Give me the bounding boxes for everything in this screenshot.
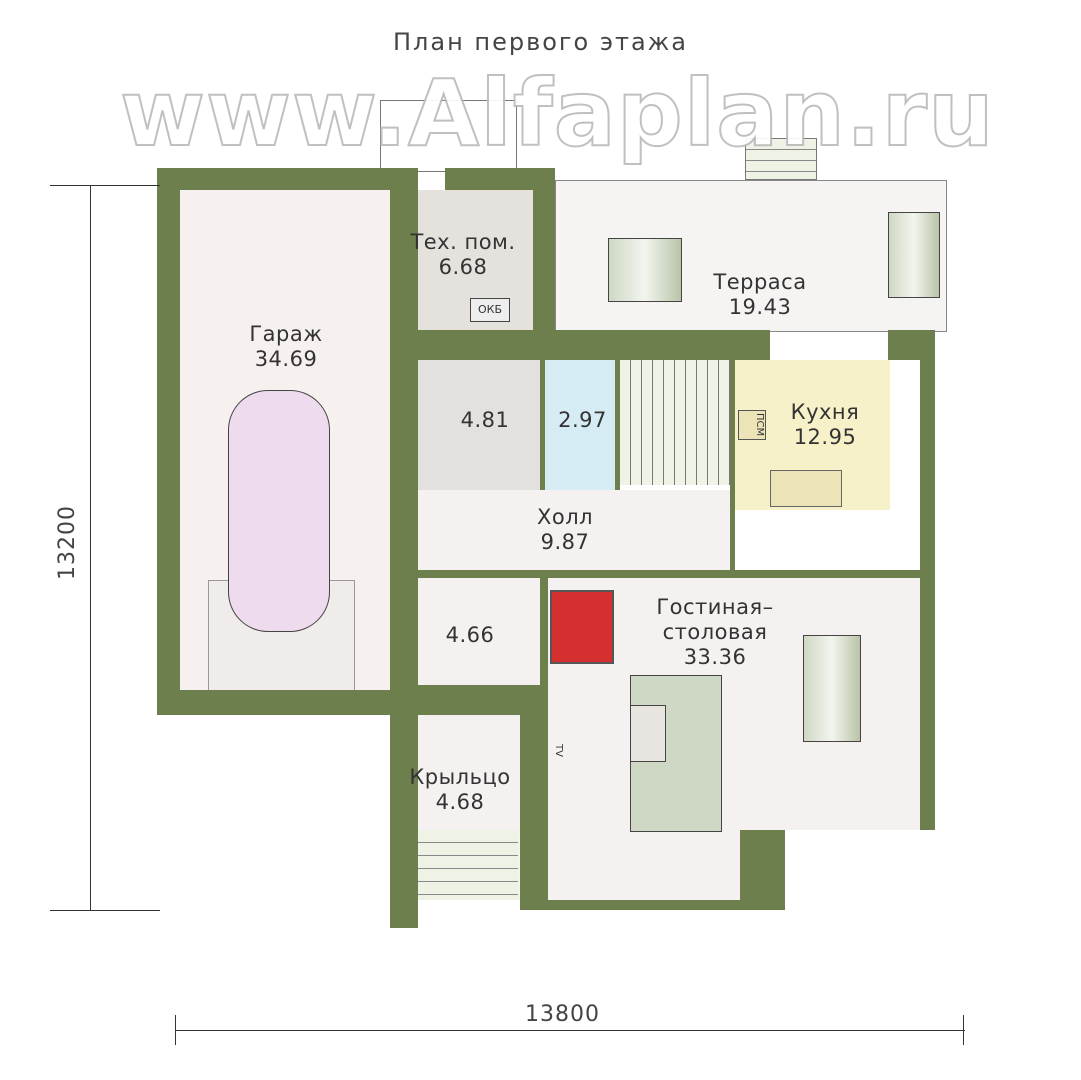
height-dimension-label: 13200 xyxy=(55,505,80,580)
wall xyxy=(545,570,935,578)
terrace-area: 19.43 xyxy=(728,295,792,319)
closet-floor xyxy=(418,575,545,685)
watermark: www.Alfaplan.ru xyxy=(119,60,995,167)
wall xyxy=(533,168,555,338)
wall xyxy=(615,360,620,490)
width-dimension-label: 13800 xyxy=(525,1002,600,1027)
garage-name: Гараж xyxy=(249,322,323,346)
entrance-vestibule xyxy=(380,100,517,172)
fireplace xyxy=(550,590,614,664)
wall xyxy=(920,330,935,830)
garage-area: 34.69 xyxy=(254,347,318,371)
porch-name: Крыльцо xyxy=(409,765,511,789)
coffee-table xyxy=(630,705,666,762)
kitchen-name: Кухня xyxy=(790,400,860,424)
kitchen-counter xyxy=(770,470,842,507)
car xyxy=(228,390,330,632)
tech-name: Тех. пом. xyxy=(410,230,516,254)
kitchen-area: 12.95 xyxy=(793,425,857,449)
living-name-1: Гостиная– xyxy=(656,595,774,619)
wall xyxy=(157,168,180,715)
width-dimension-tick xyxy=(963,1015,964,1045)
wc-area: 2.97 xyxy=(558,408,607,432)
wc-floor xyxy=(545,360,615,490)
dishwasher-label: ПСМ xyxy=(738,410,766,440)
tech-area: 6.68 xyxy=(438,255,488,279)
tech-label: Тех. пом.6.68 xyxy=(393,230,533,280)
wall xyxy=(520,685,548,910)
wall xyxy=(540,570,548,685)
terrace-steps xyxy=(745,138,817,180)
living-name-2: столовая xyxy=(662,620,768,644)
wall xyxy=(740,830,785,910)
living-area: 33.36 xyxy=(683,645,747,669)
living-floor-south xyxy=(545,830,740,900)
boiler-label: ОКБ xyxy=(470,298,510,322)
storage-area: 4.81 xyxy=(460,408,510,432)
closet-area: 4.66 xyxy=(445,623,495,647)
terrace-table xyxy=(608,238,682,302)
width-dimension-line xyxy=(175,1030,965,1031)
storage-floor xyxy=(418,360,540,490)
dining-table xyxy=(803,635,861,742)
terrace-sofa xyxy=(888,212,940,298)
height-dimension-tick xyxy=(50,185,160,186)
wall xyxy=(730,360,735,575)
height-dimension-line xyxy=(90,185,91,910)
width-dimension-tick xyxy=(175,1015,176,1045)
tv-label: TV xyxy=(552,744,564,757)
terrace-name: Терраса xyxy=(713,270,807,294)
hall-floor xyxy=(418,490,735,575)
wall xyxy=(393,330,770,360)
wall xyxy=(157,690,395,715)
stairs xyxy=(620,360,730,485)
wall xyxy=(545,900,785,910)
hall-name: Холл xyxy=(536,505,594,529)
height-dimension-tick xyxy=(50,910,160,911)
porch-steps xyxy=(410,830,518,900)
wall xyxy=(540,360,545,490)
wall xyxy=(390,168,418,928)
plan-title: План первого этажа xyxy=(392,28,689,56)
porch-area: 4.68 xyxy=(435,790,485,814)
hall-area: 9.87 xyxy=(540,530,590,554)
wall xyxy=(418,570,548,578)
wall xyxy=(445,168,555,190)
wall xyxy=(157,168,395,190)
